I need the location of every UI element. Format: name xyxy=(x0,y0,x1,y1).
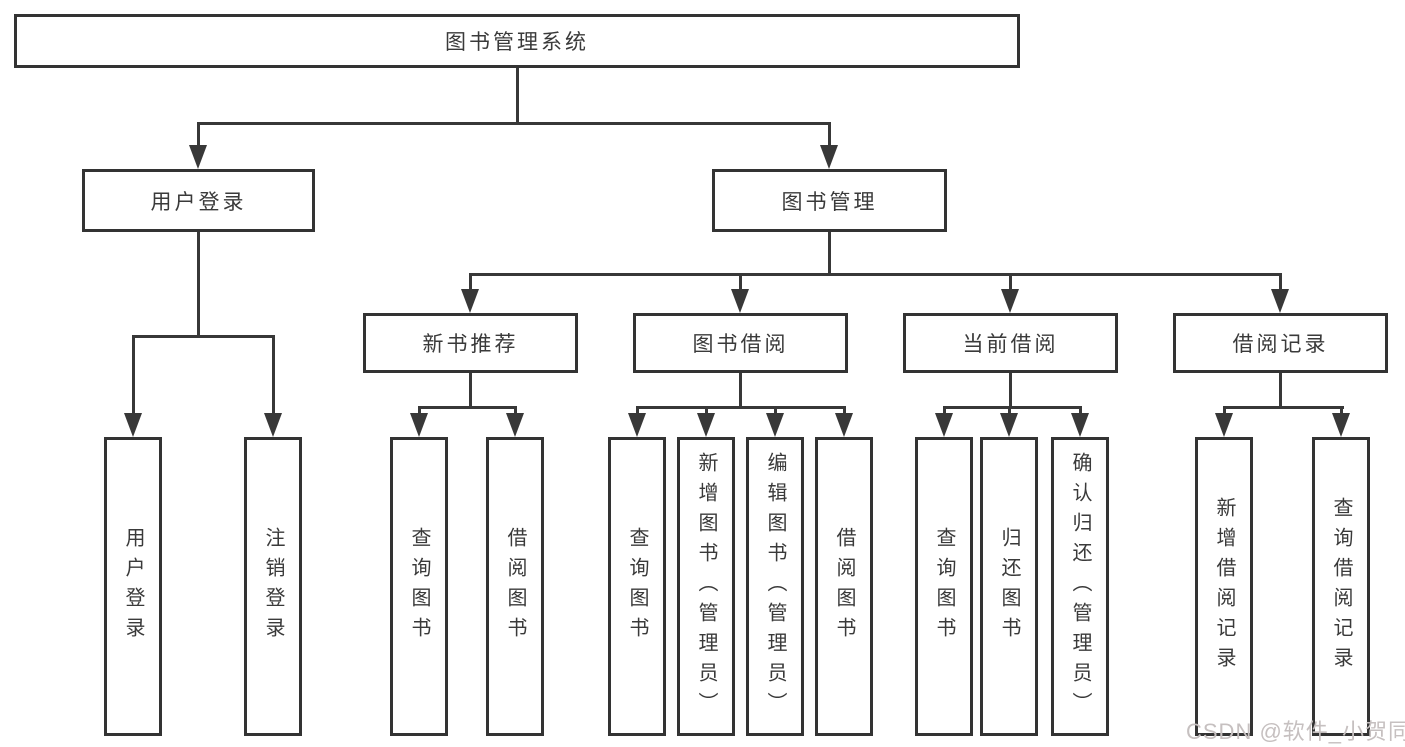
node-current-borrow-label: 当前借阅 xyxy=(962,333,1059,356)
connector-line xyxy=(418,406,421,415)
node-query-borrow-record: 查询借阅记录 xyxy=(1312,437,1370,736)
node-query-books-current: 查询图书 xyxy=(915,437,973,736)
node-add-borrow-record: 新增借阅记录 xyxy=(1195,437,1253,736)
node-query-books-borrow-label: 查询图书 xyxy=(626,526,648,647)
arrow-down-icon xyxy=(935,413,953,437)
connector-line xyxy=(705,406,708,415)
node-borrow-records: 借阅记录 xyxy=(1173,313,1388,373)
connector-line xyxy=(1079,406,1082,415)
connector-line xyxy=(469,373,472,409)
node-return-books-label: 归还图书 xyxy=(998,526,1020,647)
node-query-books-recommend-label: 查询图书 xyxy=(408,526,430,647)
node-return-books: 归还图书 xyxy=(980,437,1038,736)
node-logout-label: 注销登录 xyxy=(262,526,284,647)
arrow-down-icon xyxy=(1001,289,1019,313)
connector-line xyxy=(197,122,831,125)
node-borrow-books-recommend: 借阅图书 xyxy=(486,437,544,736)
connector-line xyxy=(1340,406,1343,415)
connector-line xyxy=(943,406,1082,409)
connector-line xyxy=(1223,406,1226,415)
arrow-down-icon xyxy=(1332,413,1350,437)
connector-line xyxy=(774,406,777,415)
connector-line xyxy=(197,122,200,148)
node-edit-book-admin-label: 编辑图书（管理员） xyxy=(764,451,786,722)
connector-line xyxy=(516,68,519,124)
node-borrow-books-leaf-label: 借阅图书 xyxy=(833,526,855,647)
node-new-book-recommend-label: 新书推荐 xyxy=(422,333,519,356)
connector-line xyxy=(739,273,742,291)
node-root-label: 图书管理系统 xyxy=(445,31,589,54)
connector-line xyxy=(197,232,200,338)
node-add-book-admin: 新增图书（管理员） xyxy=(677,437,735,736)
connector-line xyxy=(828,122,831,148)
connector-line xyxy=(943,406,946,415)
arrow-down-icon xyxy=(731,289,749,313)
arrow-down-icon xyxy=(835,413,853,437)
connector-line xyxy=(843,406,846,415)
node-book-borrow: 图书借阅 xyxy=(633,313,848,373)
arrow-down-icon xyxy=(189,145,207,169)
connector-line xyxy=(1008,406,1011,415)
connector-line xyxy=(469,273,472,291)
node-borrow-books-leaf: 借阅图书 xyxy=(815,437,873,736)
node-new-book-recommend: 新书推荐 xyxy=(363,313,578,373)
connector-line xyxy=(636,406,639,415)
arrow-down-icon xyxy=(1215,413,1233,437)
node-root: 图书管理系统 xyxy=(14,14,1020,68)
connector-line xyxy=(739,373,742,409)
node-borrow-books-recommend-label: 借阅图书 xyxy=(504,526,526,647)
node-book-management: 图书管理 xyxy=(712,169,947,232)
connector-line xyxy=(1009,273,1012,291)
arrow-down-icon xyxy=(1271,289,1289,313)
connector-line xyxy=(1279,373,1282,409)
node-book-management-label: 图书管理 xyxy=(781,190,878,214)
arrow-down-icon xyxy=(1071,413,1089,437)
node-current-borrow: 当前借阅 xyxy=(903,313,1118,373)
connector-line xyxy=(469,273,1282,276)
connector-line xyxy=(1279,273,1282,291)
node-query-books-recommend: 查询图书 xyxy=(390,437,448,736)
node-user-login: 用户登录 xyxy=(82,169,315,232)
connector-line xyxy=(272,335,275,415)
connector-line xyxy=(1009,373,1012,409)
node-book-borrow-label: 图书借阅 xyxy=(692,333,789,356)
arrow-down-icon xyxy=(506,413,524,437)
arrow-down-icon xyxy=(461,289,479,313)
node-query-books-borrow: 查询图书 xyxy=(608,437,666,736)
arrow-down-icon xyxy=(410,413,428,437)
arrow-down-icon xyxy=(1000,413,1018,437)
arrow-down-icon xyxy=(766,413,784,437)
node-user-login-label: 用户登录 xyxy=(150,190,247,214)
node-borrow-records-label: 借阅记录 xyxy=(1232,333,1329,356)
node-add-book-admin-label: 新增图书（管理员） xyxy=(695,451,717,722)
connector-line xyxy=(132,335,275,338)
connector-line xyxy=(636,406,846,409)
node-confirm-return-admin-label: 确认归还（管理员） xyxy=(1069,451,1091,722)
arrow-down-icon xyxy=(264,413,282,437)
node-edit-book-admin: 编辑图书（管理员） xyxy=(746,437,804,736)
arrow-down-icon xyxy=(124,413,142,437)
node-user-login-leaf-label: 用户登录 xyxy=(122,526,144,647)
connector-line xyxy=(1223,406,1344,409)
node-user-login-leaf: 用户登录 xyxy=(104,437,162,736)
node-confirm-return-admin: 确认归还（管理员） xyxy=(1051,437,1109,736)
connector-line xyxy=(828,232,831,276)
node-query-books-current-label: 查询图书 xyxy=(933,526,955,647)
node-query-borrow-record-label: 查询借阅记录 xyxy=(1330,496,1352,677)
watermark: CSDN @软件_小贺同学 xyxy=(1186,719,1405,744)
arrow-down-icon xyxy=(697,413,715,437)
arrow-down-icon xyxy=(628,413,646,437)
arrow-down-icon xyxy=(820,145,838,169)
connector-line xyxy=(132,335,135,415)
node-logout: 注销登录 xyxy=(244,437,302,736)
node-add-borrow-record-label: 新增借阅记录 xyxy=(1213,496,1235,677)
connector-line xyxy=(514,406,517,415)
connector-line xyxy=(418,406,517,409)
